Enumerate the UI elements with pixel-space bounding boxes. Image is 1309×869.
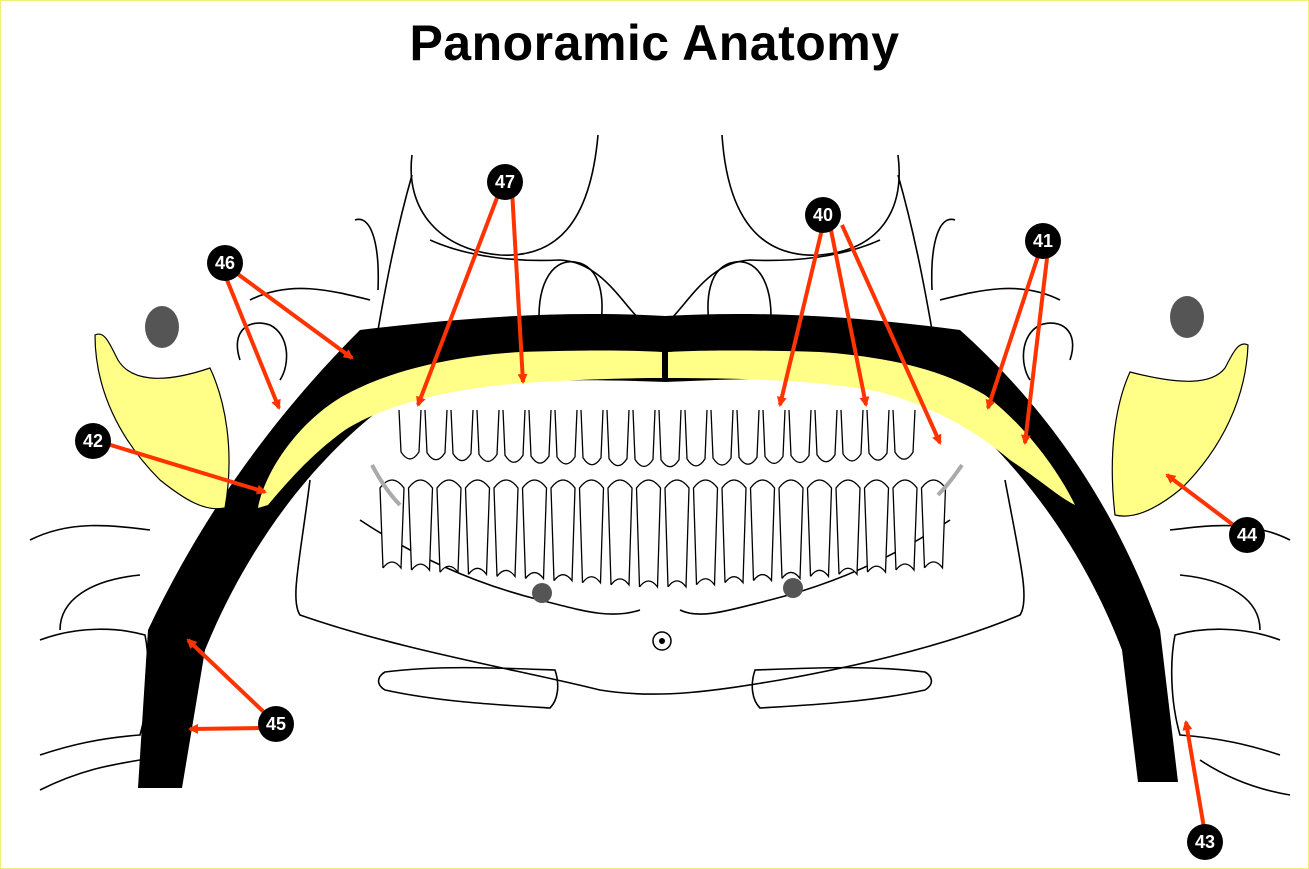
- ear-rod-right: [1170, 296, 1204, 338]
- lower-tooth: [523, 480, 547, 579]
- sigmoid-left-outline: [355, 219, 378, 290]
- callout-badge-43: 43: [1187, 824, 1223, 860]
- callout-label-41: 41: [1033, 231, 1053, 251]
- lower-tooth: [751, 480, 775, 581]
- upper-tooth: [399, 410, 421, 459]
- upper-tooth: [893, 410, 915, 459]
- upper-tooth: [555, 410, 577, 464]
- lower-tooth: [437, 480, 461, 572]
- upper-tooth: [503, 410, 525, 462]
- upper-tooth: [789, 410, 811, 463]
- vertebra-left-1: [30, 526, 150, 540]
- callout-badge-40: 40: [805, 197, 841, 233]
- lower-tooth: [865, 480, 889, 572]
- zygoma-left-outline: [378, 175, 412, 330]
- spine-left-lower: [40, 760, 140, 790]
- sigmoid-right-outline: [932, 219, 955, 290]
- upper-tooth: [815, 410, 837, 462]
- zygoma-right-outline: [898, 175, 932, 330]
- lower-tooth: [808, 480, 832, 576]
- lower-tooth: [551, 480, 575, 581]
- chin-rest-marker-inner: [659, 638, 665, 644]
- callout-badge-45: 45: [258, 706, 294, 742]
- callout-label-45: 45: [266, 714, 286, 734]
- spine-right-lower: [1200, 760, 1290, 795]
- upper-tooth: [711, 410, 733, 465]
- upper-tooth: [477, 410, 499, 461]
- callout-label-42: 42: [83, 431, 103, 451]
- callout-label-47: 47: [495, 172, 515, 192]
- upper-tooth: [581, 410, 603, 465]
- arrow-45-b: [190, 728, 262, 729]
- lower-tooth: [494, 480, 518, 576]
- upper-tooth: [425, 410, 447, 460]
- callout-label-44: 44: [1237, 525, 1257, 545]
- callout-badge-46: 46: [207, 245, 243, 281]
- vertebra-left-2: [40, 629, 148, 755]
- callout-label-40: 40: [813, 205, 833, 225]
- upper-tooth: [841, 410, 863, 461]
- condyle-left-outline: [237, 323, 286, 380]
- upper-tooth: [659, 410, 681, 467]
- hyoid-right-outline: [752, 668, 931, 708]
- mental-foramen-left: [532, 583, 552, 603]
- callout-badge-44: 44: [1229, 517, 1265, 553]
- upper-tooth: [633, 410, 655, 466]
- upper-tooth: [607, 410, 629, 466]
- lower-tooth: [836, 480, 860, 574]
- upper-tooth: [529, 410, 551, 463]
- callout-label-46: 46: [215, 253, 235, 273]
- lower-tooth: [893, 480, 917, 570]
- ear-lobe-right: [1112, 344, 1248, 516]
- lower-tooth: [608, 480, 632, 585]
- callout-label-43: 43: [1195, 832, 1215, 852]
- arrow-44: [1167, 475, 1240, 530]
- lower-tooth: [466, 480, 490, 574]
- vertebra-right-3: [1180, 575, 1260, 630]
- callout-badge-42: 42: [75, 423, 111, 459]
- upper-tooth: [685, 410, 707, 466]
- upper-teeth: [399, 410, 915, 467]
- arrow-46-a: [225, 275, 279, 408]
- upper-tooth: [763, 410, 785, 463]
- condyle-right-outline: [1023, 323, 1072, 380]
- third-molar-right-shadow: [938, 465, 962, 495]
- lower-tooth: [779, 480, 803, 578]
- lower-tooth: [694, 480, 718, 585]
- upper-tooth: [867, 410, 889, 460]
- lower-tooth: [665, 480, 689, 587]
- upper-tooth: [451, 410, 473, 461]
- lower-tooth: [409, 480, 433, 570]
- lower-tooth: [580, 480, 604, 583]
- ear-lobe-left: [95, 334, 229, 509]
- ear-rod-left: [145, 306, 179, 348]
- mental-foramen-right: [783, 578, 803, 598]
- maxillary-sinus-right-outline: [722, 135, 899, 255]
- vertebra-left-3: [60, 575, 140, 630]
- lower-tooth: [722, 480, 746, 583]
- callout-badge-47: 47: [487, 164, 523, 200]
- callout-badge-41: 41: [1025, 223, 1061, 259]
- lower-teeth: [380, 480, 946, 587]
- palate-left-outline: [430, 240, 640, 320]
- upper-tooth: [737, 410, 759, 464]
- lower-tooth: [637, 480, 661, 587]
